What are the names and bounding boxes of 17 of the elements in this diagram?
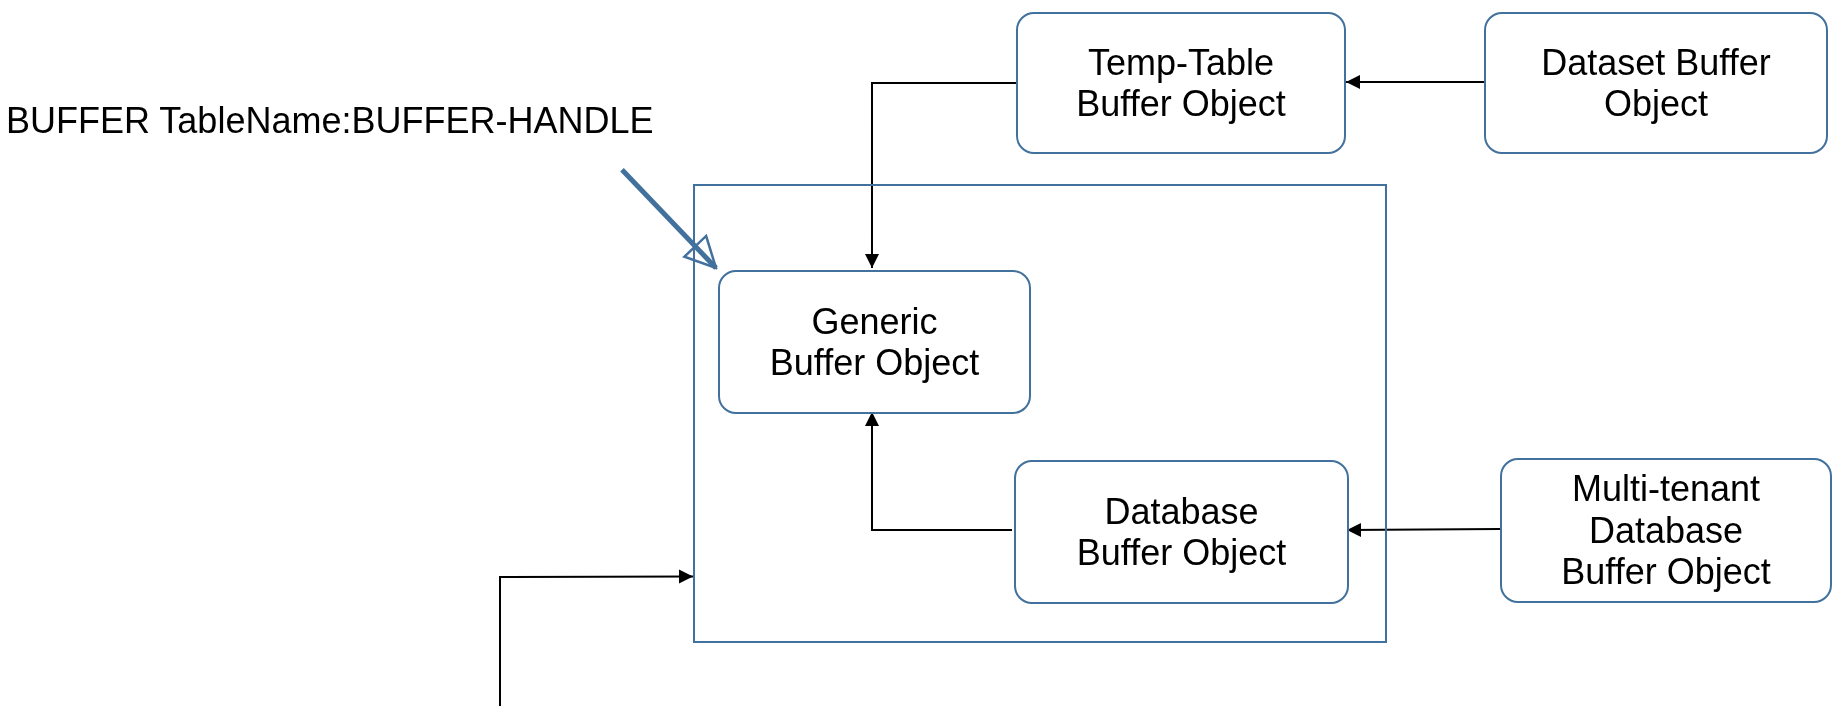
arrow xyxy=(865,411,1013,531)
arrow xyxy=(1345,75,1485,89)
process-box xyxy=(1484,12,1828,154)
arrow xyxy=(620,168,718,270)
node-text: Dataset Buffer Object xyxy=(1540,41,1772,125)
process-box xyxy=(1016,12,1346,154)
node-text: Temp-Table Buffer Object xyxy=(1075,41,1287,125)
node-text: Database Buffer Object xyxy=(1075,490,1288,574)
process-box xyxy=(1500,458,1832,603)
node-text: Multi-tenant Database Buffer Object xyxy=(1560,468,1772,593)
frame-box xyxy=(693,184,1387,643)
arrow xyxy=(865,82,1017,269)
code-label: BUFFER TableName:BUFFER-HANDLE xyxy=(6,92,776,150)
process-box xyxy=(718,270,1031,414)
node-text: Generic Buffer Object xyxy=(768,300,981,384)
process-box xyxy=(1014,460,1349,604)
arrow xyxy=(499,569,694,706)
